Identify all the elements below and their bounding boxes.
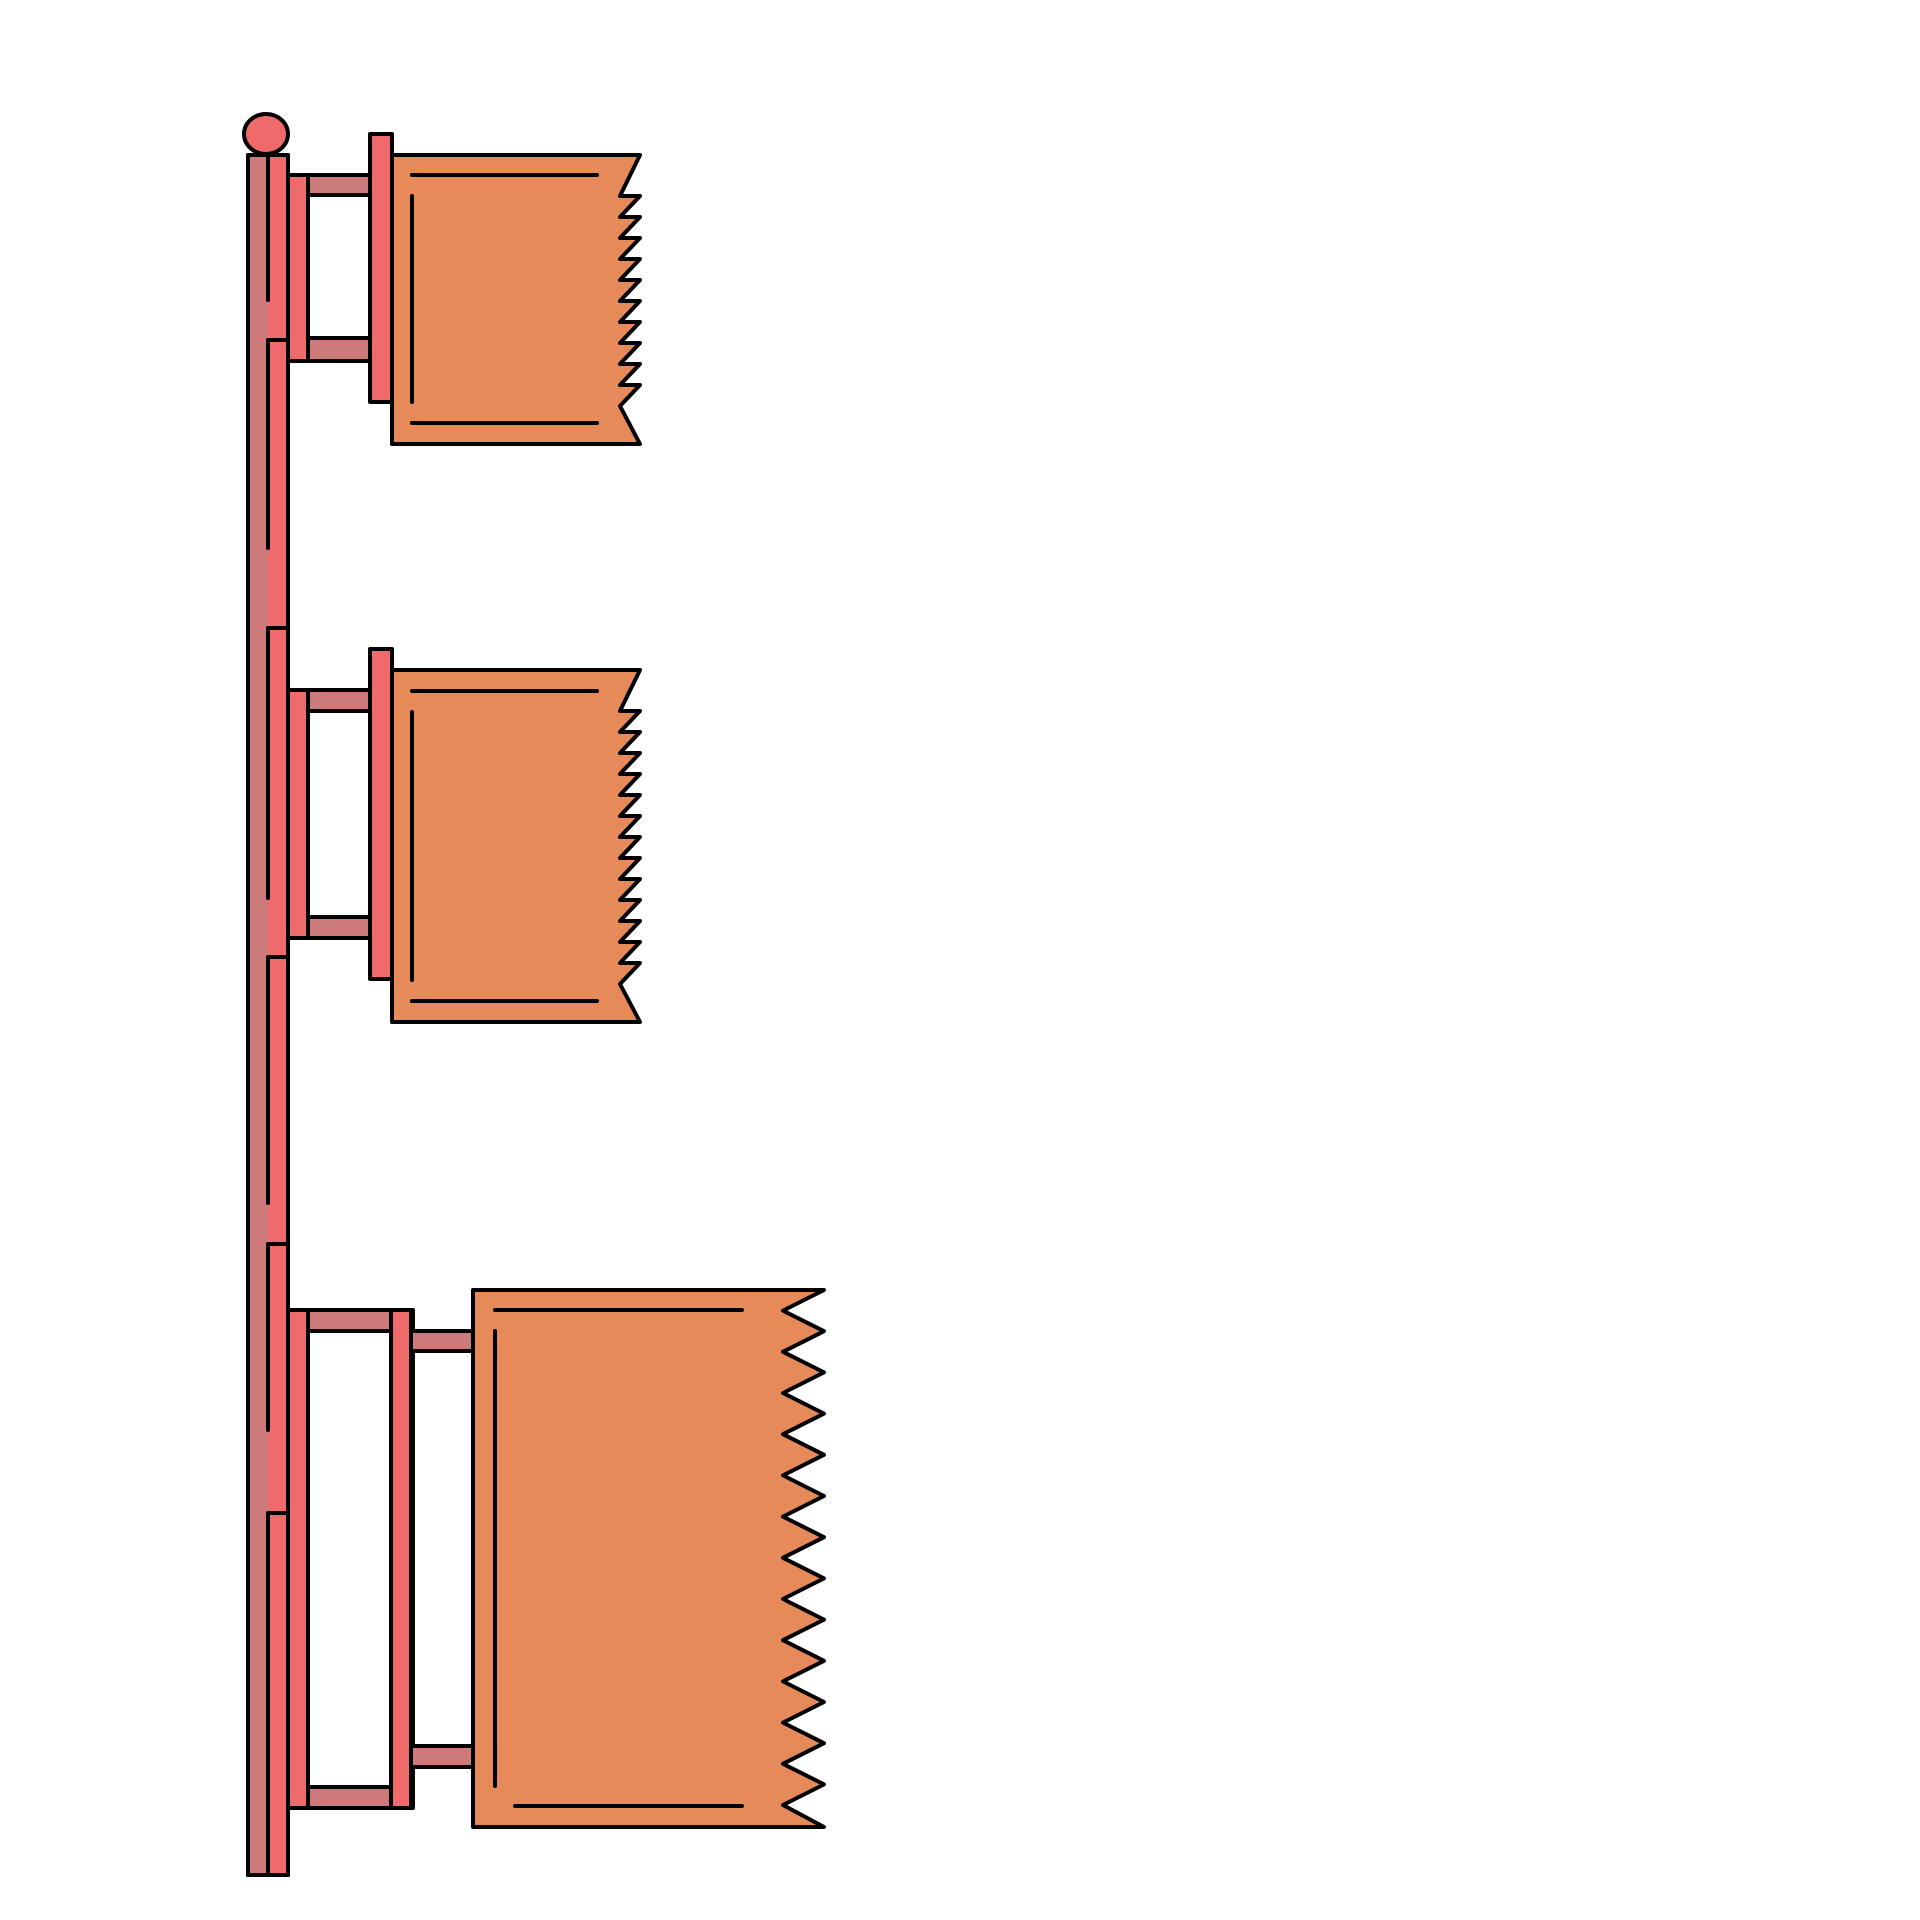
middle-flag (286, 647, 642, 1024)
bottom-flag (286, 1288, 826, 1829)
flag-middle-cloth (390, 668, 642, 1024)
pole-finial (242, 112, 290, 156)
top-flag (286, 132, 642, 446)
main-pole (246, 153, 290, 1877)
flag-top-cloth (390, 153, 642, 446)
flag-bottom-cloth (471, 1288, 826, 1829)
